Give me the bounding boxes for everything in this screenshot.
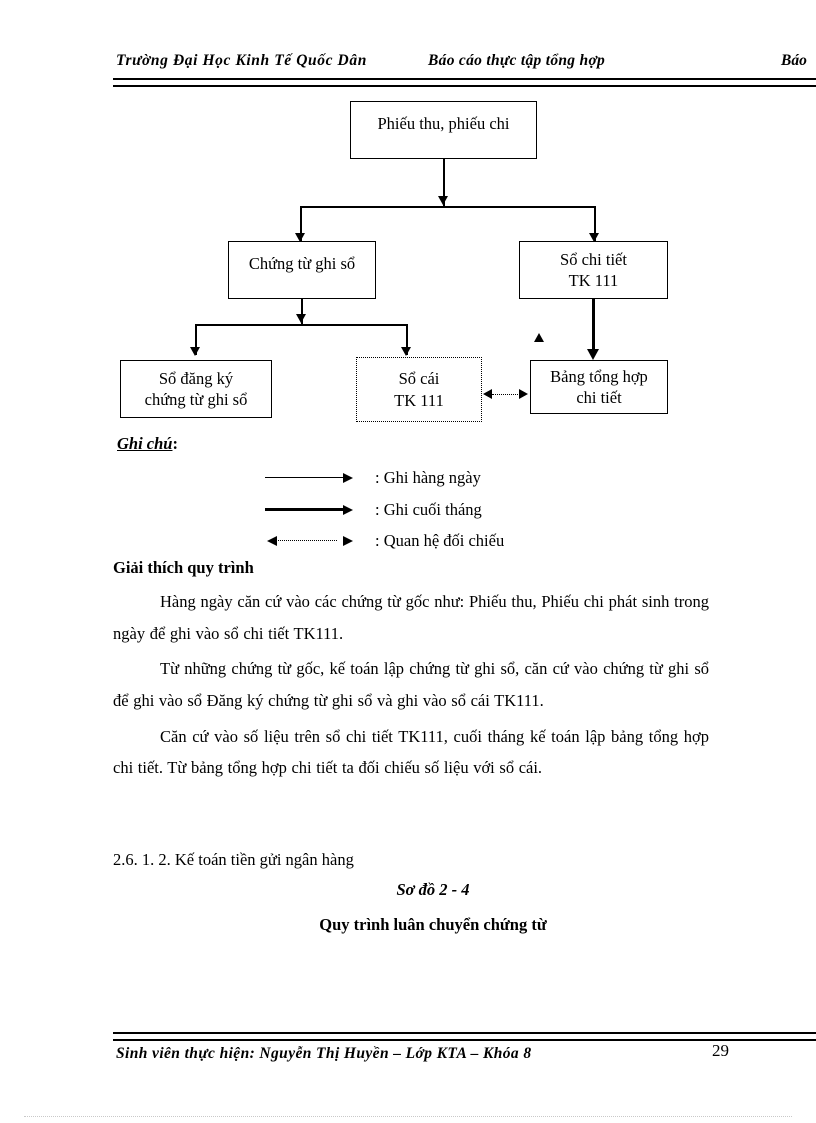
flow-node-receipt-voucher: Phiếu thu, phiếu chi bbox=[350, 101, 537, 159]
flow-node-detail-book-label: Sổ chi tiết TK 111 bbox=[560, 249, 627, 290]
flow-node-summary-table: Bảng tổng hợp chi tiết bbox=[530, 360, 668, 414]
flow-node-detail-book: Sổ chi tiết TK 111 bbox=[519, 241, 668, 299]
reconciliation-arrowhead-left bbox=[483, 389, 492, 399]
flow-node-receipt-voucher-label: Phiếu thu, phiếu chi bbox=[377, 114, 510, 133]
paragraph-summary-flow: Căn cứ vào số liệu trên sổ chi tiết TK11… bbox=[113, 726, 709, 778]
connector-split-bar-row2 bbox=[300, 206, 596, 208]
connector-split-right-row2 bbox=[594, 206, 596, 242]
connector-record-voucher-down bbox=[301, 299, 303, 325]
legend-item-daily: : Ghi hàng ngày bbox=[265, 465, 481, 491]
connector-trunk-arrowhead bbox=[438, 196, 448, 205]
flow-node-record-voucher: Chứng từ ghi sổ bbox=[228, 241, 376, 299]
flow-node-ledger-label: Sổ cái TK 111 bbox=[394, 369, 444, 410]
connector-split-left-arrowhead-row2 bbox=[295, 233, 305, 242]
legend-item-reconcile-label: : Quan hệ đối chiếu bbox=[375, 531, 505, 550]
footer-student-info: Sinh viên thực hiện: Nguyễn Thị Huyền – … bbox=[116, 1045, 532, 1062]
scan-edge-artifact bbox=[24, 1116, 792, 1117]
legend-title-colon: : bbox=[172, 434, 178, 453]
header-report-title: Báo cáo thực tập tổng hợp bbox=[428, 52, 606, 69]
legend-item-reconcile: : Quan hệ đối chiếu bbox=[265, 528, 504, 554]
connector-stray-up-arrowhead bbox=[534, 333, 544, 342]
legend-title-text: Ghi chú bbox=[117, 434, 173, 453]
connector-detail-to-summary-arrowhead bbox=[587, 349, 599, 360]
connector-split-bar-row3 bbox=[195, 324, 407, 326]
legend-item-monthly: : Ghi cuối tháng bbox=[265, 497, 482, 523]
connector-split-left-row2 bbox=[300, 206, 302, 242]
paragraph-voucher-flow: Từ những chứng từ gốc, kế toán lập chứng… bbox=[113, 659, 709, 711]
paragraph-daily-flow: Hàng ngày căn cứ vào các chứng từ gốc nh… bbox=[113, 592, 709, 643]
thick-arrow-icon bbox=[265, 503, 357, 517]
connector-record-voucher-arrowhead bbox=[296, 314, 306, 323]
subsection-heading: 2.6. 1. 2. Kế toán tiền gửi ngân hàng bbox=[113, 850, 354, 869]
section-heading: Giải thích quy trình bbox=[113, 558, 254, 577]
dotted-double-arrow-icon bbox=[265, 534, 357, 548]
flow-node-ledger: Sổ cái TK 111 bbox=[356, 357, 482, 422]
connector-split-left-arrowhead-row3 bbox=[190, 347, 200, 356]
header-right-fragment: Báo bbox=[781, 52, 807, 69]
voucher-flow-diagram: Phiếu thu, phiếu chi Chứng từ ghi sổ Sổ … bbox=[0, 0, 816, 440]
header-university-name: Trường Đại Học Kinh Tế Quốc Dân bbox=[116, 52, 367, 69]
connector-split-left-row3 bbox=[195, 324, 197, 355]
header-divider-rule bbox=[113, 78, 816, 87]
running-header: Trường Đại Học Kinh Tế Quốc Dân Báo cáo … bbox=[0, 52, 816, 76]
reconciliation-dotted-line bbox=[492, 394, 520, 395]
connector-split-right-arrowhead-row2 bbox=[589, 233, 599, 242]
connector-split-right-row3 bbox=[406, 324, 408, 355]
connector-trunk-vertical bbox=[443, 159, 445, 207]
figure-number: Sơ đồ 2 - 4 bbox=[396, 880, 470, 899]
flow-node-register-book: Sổ đăng ký chứng từ ghi sổ bbox=[120, 360, 272, 418]
connector-detail-to-summary bbox=[592, 299, 596, 356]
flow-node-summary-table-label: Bảng tổng hợp chi tiết bbox=[550, 366, 648, 407]
flow-node-record-voucher-label: Chứng từ ghi sổ bbox=[248, 254, 356, 273]
legend-item-monthly-label: : Ghi cuối tháng bbox=[375, 500, 482, 519]
page-number: 29 bbox=[712, 1041, 729, 1060]
flow-node-register-book-label: Sổ đăng ký chứng từ ghi sổ bbox=[144, 368, 248, 409]
legend-item-daily-label: : Ghi hàng ngày bbox=[375, 468, 481, 487]
footer-divider-rule bbox=[113, 1032, 816, 1041]
legend-title: Ghi chú: bbox=[117, 434, 178, 454]
reconciliation-arrowhead-right bbox=[519, 389, 528, 399]
connector-split-right-arrowhead-row3 bbox=[401, 347, 411, 356]
figure-title: Quy trình luân chuyển chứng từ bbox=[319, 915, 547, 934]
body-content: Giải thích quy trình Hàng ngày căn cứ và… bbox=[113, 558, 709, 788]
thin-arrow-icon bbox=[265, 471, 357, 485]
